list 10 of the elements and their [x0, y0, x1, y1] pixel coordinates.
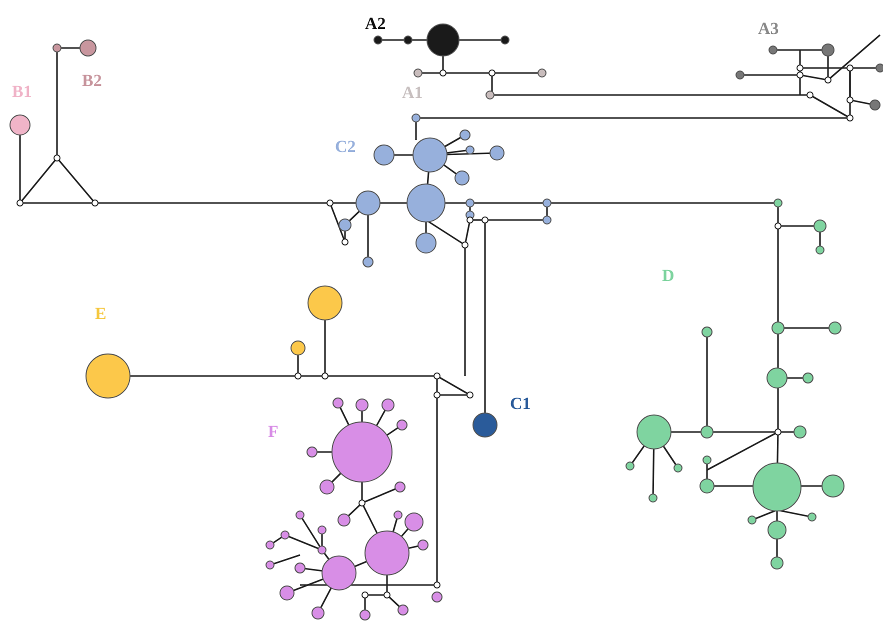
- group-label: A2: [365, 15, 386, 32]
- group-label: A3: [758, 20, 779, 37]
- group-label: B2: [82, 72, 102, 89]
- group-label: C2: [335, 138, 356, 155]
- group-label: E: [95, 305, 106, 322]
- group-label: D: [662, 267, 674, 284]
- group-label: C1: [510, 395, 531, 412]
- group-label: A1: [402, 84, 423, 101]
- group-label: B1: [12, 83, 32, 100]
- group-label: F: [268, 423, 278, 440]
